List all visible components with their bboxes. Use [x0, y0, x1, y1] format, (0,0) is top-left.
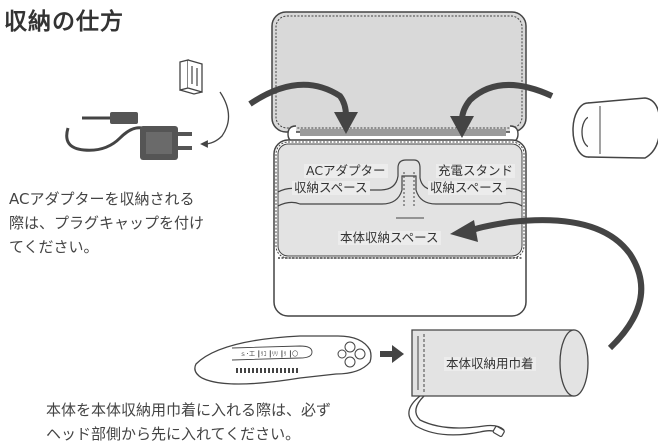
- plug-cap-icon: [179, 59, 203, 95]
- bottom-note-line-1: 本体を本体収納用巾着に入れる際は、必ず: [46, 401, 332, 419]
- ac-adapter-icon: [65, 112, 192, 160]
- svg-text:ｓ･工 ┃ﾘｺ ┃ﾘﾘ ┃ﾘ ┃〇: ｓ･工 ┃ﾘｺ ┃ﾘﾘ ┃ﾘ ┃〇: [240, 350, 298, 358]
- charger-space-label-1: 充電スタンド: [436, 163, 516, 178]
- body-space-label: 本体収納スペース: [338, 230, 441, 245]
- ac-space-label-2: 収納スペース: [292, 180, 370, 195]
- right-arrow-icon: [380, 345, 404, 363]
- curved-arrow-icon-left: [248, 81, 349, 117]
- cap-arrow-icon: [200, 91, 230, 148]
- curved-arrow-icon-bottom: [471, 217, 645, 351]
- ac-adapter-note: ACアダプターを収納される 際は、プラグキャップを付け てください。: [9, 187, 204, 259]
- pouch-icon: [408, 329, 589, 438]
- ac-space-label-1: ACアダプター: [304, 163, 388, 178]
- ac-note-line-1: ACアダプターを収納される: [9, 190, 195, 208]
- curved-arrow-icon-right: [459, 82, 554, 121]
- ac-note-line-3: てください。: [9, 238, 99, 256]
- bottom-note: 本体を本体収納用巾着に入れる際は、必ず ヘッド部側から先に入れてください。: [46, 398, 331, 446]
- bottom-note-line-2: ヘッド部側から先に入れてください。: [46, 425, 301, 443]
- ac-note-line-2: 際は、プラグキャップを付け: [9, 214, 205, 232]
- charger-space-label-2: 収納スペース: [428, 180, 506, 195]
- page-title: 収納の仕方: [4, 9, 124, 35]
- charging-stand-icon: [572, 97, 658, 159]
- device-icon: ｓ･工 ┃ﾘｺ ┃ﾘﾘ ┃ﾘ ┃〇: [194, 335, 372, 385]
- pouch-label: 本体収納用巾着: [444, 356, 536, 371]
